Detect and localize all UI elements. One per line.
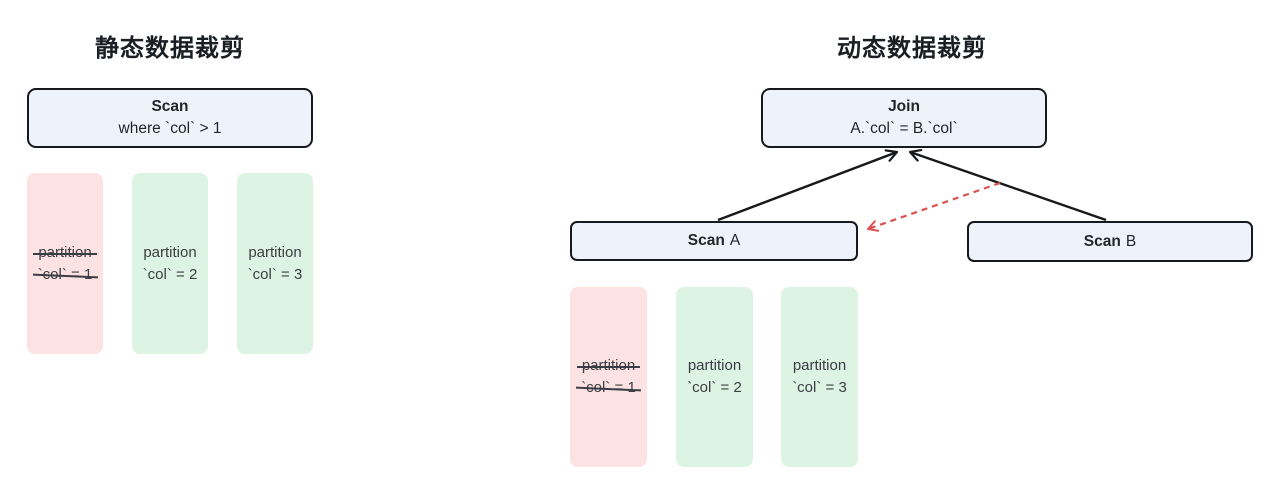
scan-b-label: Scan — [1083, 232, 1121, 250]
scan-node-title: Scan — [151, 98, 189, 115]
partition-value: `col` = 1 — [581, 377, 636, 399]
partition-label: partition — [143, 243, 197, 261]
partition-box: partition `col` = 2 — [132, 173, 208, 354]
dynamic-pruning-title: 动态数据裁剪 — [837, 35, 987, 62]
arrow-scan-a-to-join — [717, 149, 899, 222]
join-node-title: Join — [888, 98, 920, 115]
partition-label: partition — [576, 355, 641, 377]
scan-b-table: B — [1125, 232, 1137, 250]
partition-box-pruned: partition `col` = 1 — [570, 287, 647, 467]
partition-value: `col` = 1 — [38, 264, 93, 286]
partition-box-pruned: partition `col` = 1 — [27, 173, 103, 354]
join-node: Join A.`col` = B.`col` — [761, 88, 1047, 148]
join-node-condition: A.`col` = B.`col` — [850, 120, 958, 137]
partition-value: `col` = 3 — [247, 265, 303, 283]
partition-value: `col` = 3 — [792, 379, 847, 396]
scan-a-node: Scan A — [570, 221, 858, 261]
partition-label: partition — [33, 242, 98, 264]
partition-box: partition `col` = 2 — [676, 287, 753, 467]
scan-node-predicate: where `col` > 1 — [118, 120, 222, 137]
partition-box: partition `col` = 3 — [237, 173, 313, 354]
partition-value: `col` = 2 — [687, 379, 742, 396]
partition-box: partition `col` = 3 — [781, 287, 858, 467]
scan-node: Scan where `col` > 1 — [27, 88, 313, 148]
partition-label: partition — [687, 357, 742, 374]
partition-label: partition — [792, 357, 847, 374]
partition-value: `col` = 2 — [142, 265, 198, 283]
scan-a-table: A — [729, 232, 741, 249]
arrow-scan-b-to-join — [908, 148, 1107, 222]
scan-b-node: Scan B — [967, 221, 1253, 262]
scan-a-label: Scan — [687, 232, 725, 249]
static-pruning-title: 静态数据裁剪 — [95, 35, 245, 62]
partition-label: partition — [248, 243, 302, 261]
